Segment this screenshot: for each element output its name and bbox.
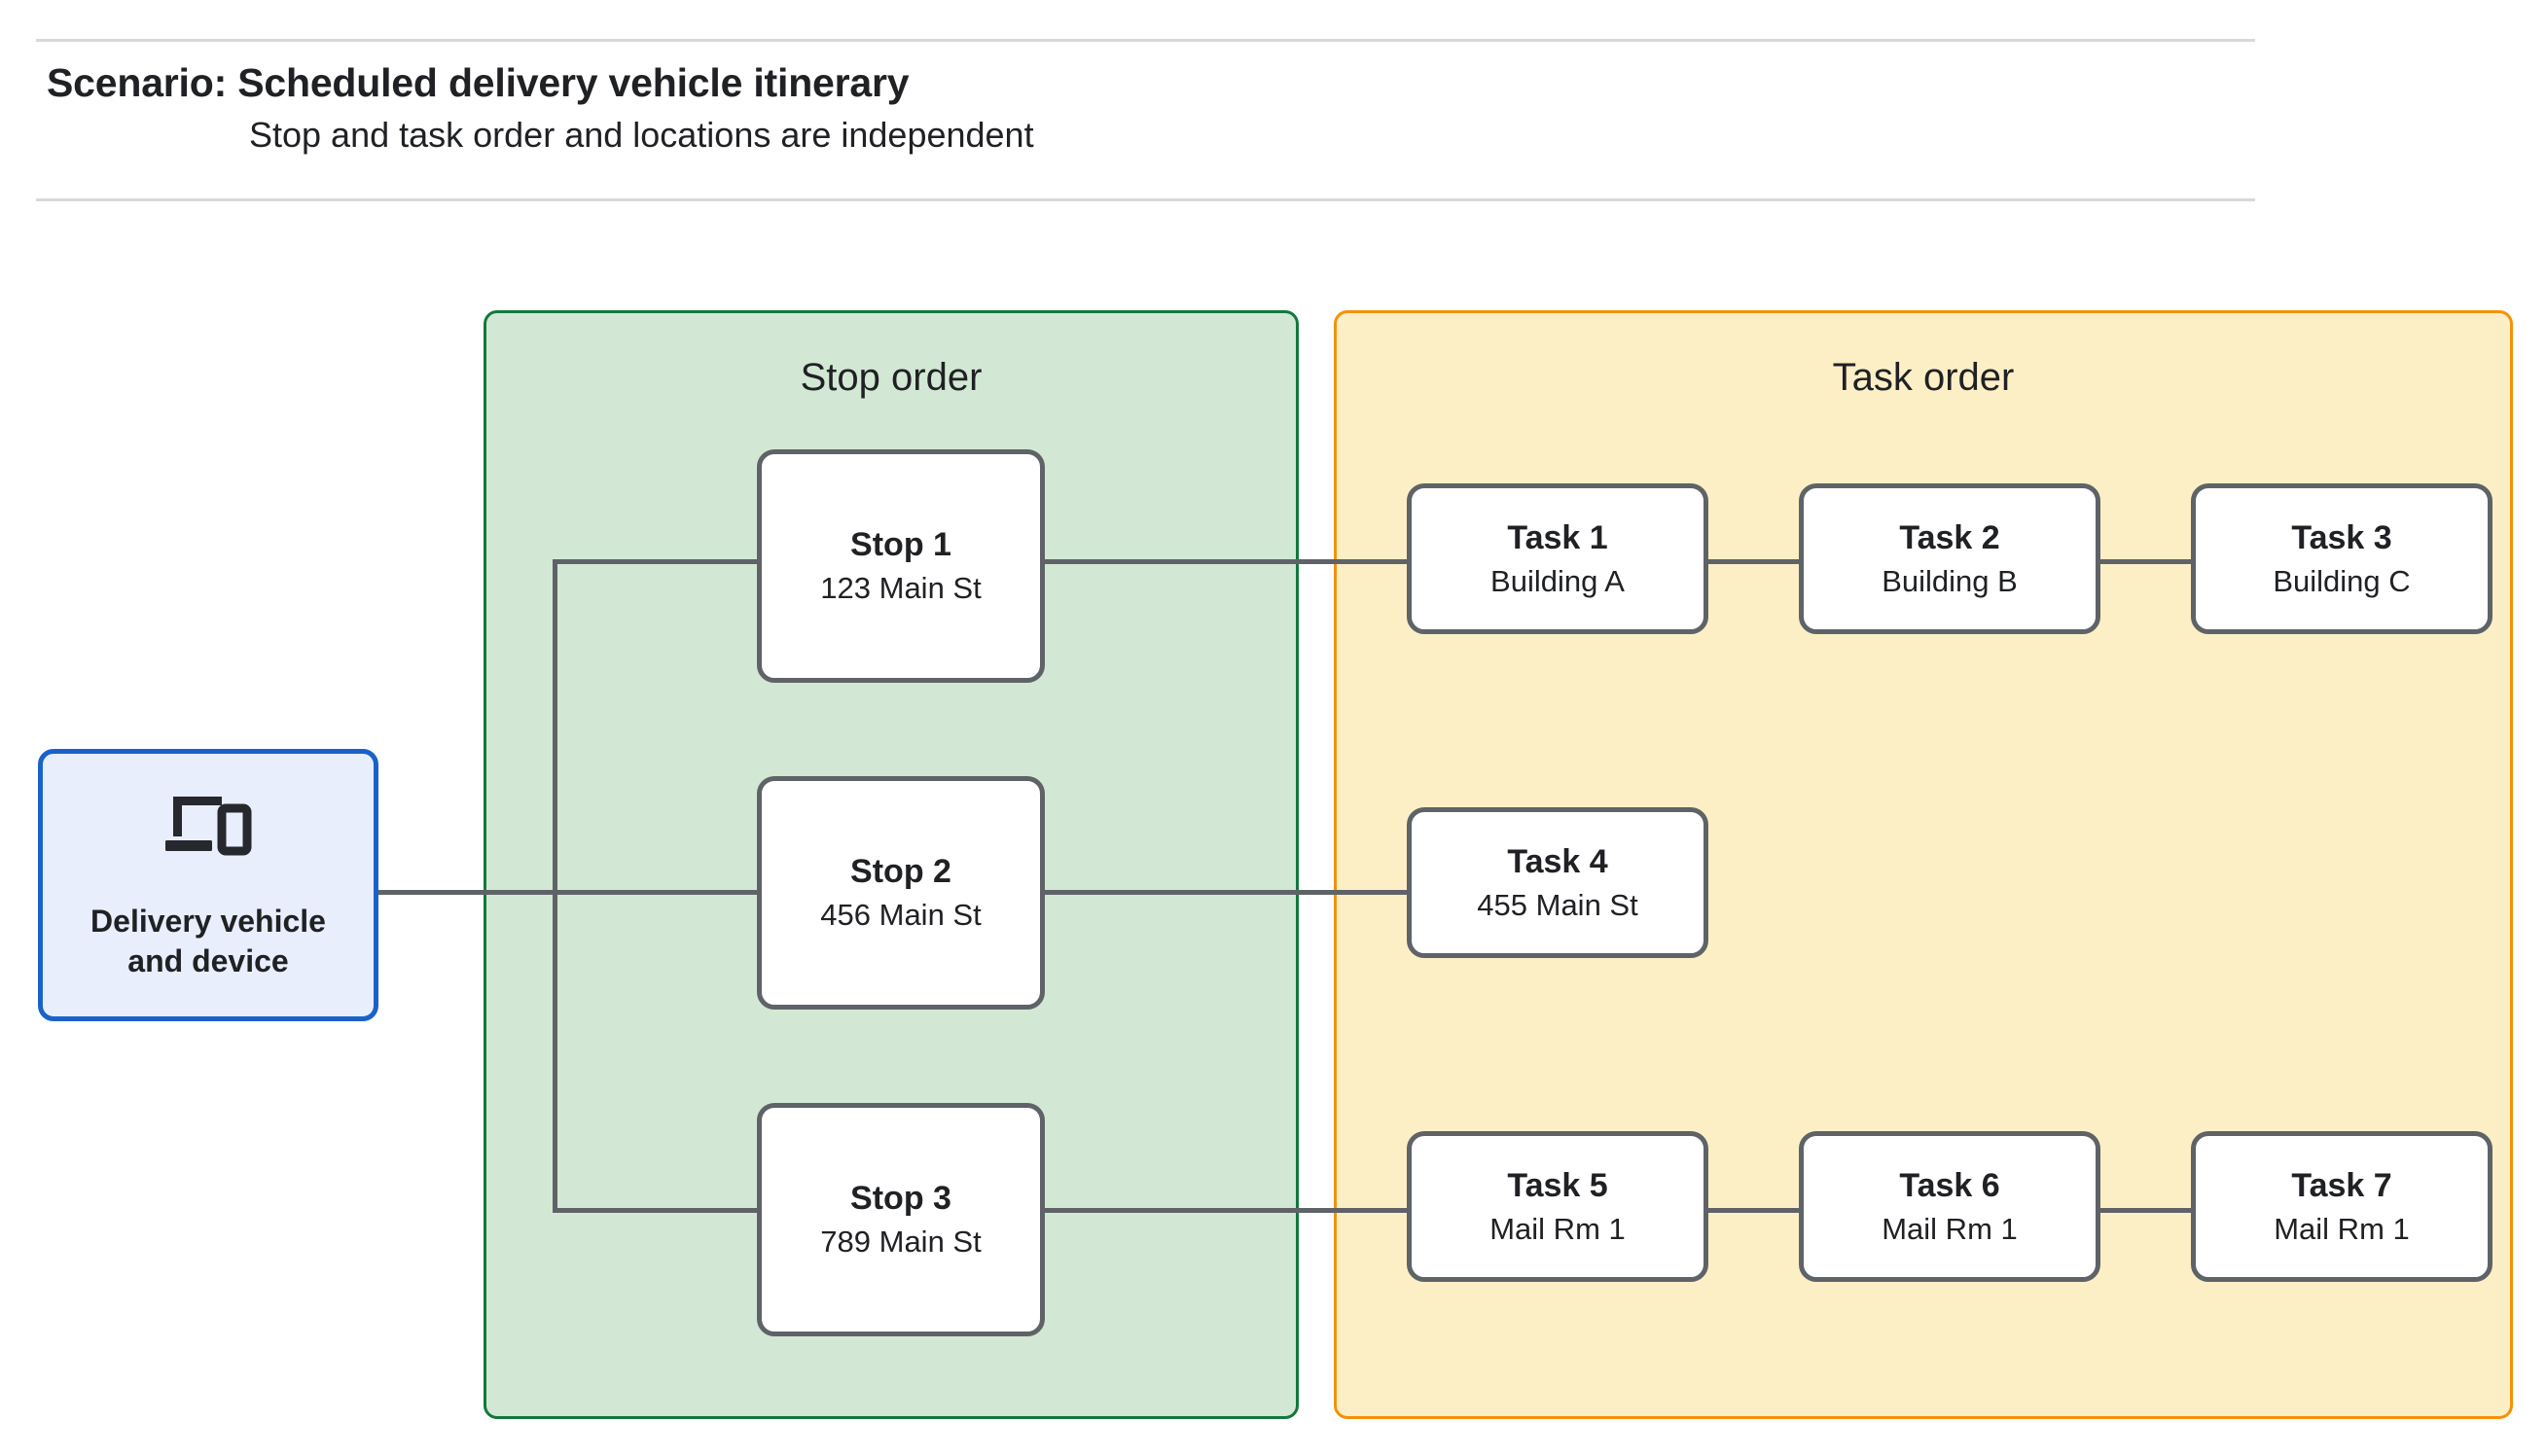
task-card[interactable]: Task 5 Mail Rm 1 xyxy=(1407,1131,1708,1282)
task-card[interactable]: Task 2 Building B xyxy=(1799,483,2100,634)
connector-stop-1-to-task-1 xyxy=(1041,559,1411,564)
stop-card-address: 123 Main St xyxy=(820,571,982,606)
stop-card-address: 456 Main St xyxy=(820,898,982,933)
task-card-title: Task 5 xyxy=(1507,1166,1608,1204)
task-card-title: Task 2 xyxy=(1899,518,2000,556)
connector-stop-3-to-task-5 xyxy=(1041,1208,1411,1213)
task-card-title: Task 6 xyxy=(1899,1166,2000,1204)
connector-trunk-to-stop-2 xyxy=(553,890,761,895)
task-card-title: Task 7 xyxy=(2291,1166,2392,1204)
task-card[interactable]: Task 1 Building A xyxy=(1407,483,1708,634)
page-subtitle: Stop and task order and locations are in… xyxy=(249,115,1034,155)
stop-card-title: Stop 3 xyxy=(850,1180,951,1218)
task-card-location: Mail Rm 1 xyxy=(1489,1211,1626,1246)
stop-card-title: Stop 1 xyxy=(850,526,951,564)
page-title: Scenario: Scheduled delivery vehicle iti… xyxy=(47,60,910,105)
task-card-location: Building C xyxy=(2273,563,2411,598)
task-card-title: Task 4 xyxy=(1507,842,1608,880)
connector-stop-2-to-task-4 xyxy=(1041,890,1411,895)
stop-card[interactable]: Stop 3 789 Main St xyxy=(757,1103,1045,1336)
delivery-vehicle-node[interactable]: Delivery vehicle and device xyxy=(38,749,378,1021)
task-card-location: Building B xyxy=(1882,563,2018,598)
task-card[interactable]: Task 4 455 Main St xyxy=(1407,807,1708,958)
header-rule-top xyxy=(36,39,2255,42)
delivery-vehicle-label: Delivery vehicle and device xyxy=(90,904,326,978)
connector-vehicle-to-trunk xyxy=(378,890,556,895)
connector-trunk-to-stop-3 xyxy=(553,1208,761,1213)
task-card-title: Task 1 xyxy=(1507,518,1608,556)
task-order-panel-title: Task order xyxy=(1832,356,2015,399)
stop-card[interactable]: Stop 2 456 Main St xyxy=(757,776,1045,1010)
header-rule-bottom xyxy=(36,198,2255,201)
connector-stop-trunk-vertical xyxy=(553,559,557,1213)
stop-card-address: 789 Main St xyxy=(820,1225,982,1260)
task-card[interactable]: Task 6 Mail Rm 1 xyxy=(1799,1131,2100,1282)
stop-card[interactable]: Stop 1 123 Main St xyxy=(757,449,1045,683)
task-card[interactable]: Task 3 Building C xyxy=(2191,483,2492,634)
connector-task-2-to-task-3 xyxy=(2097,559,2195,564)
stop-card-title: Stop 2 xyxy=(850,853,951,891)
connector-task-1-to-task-2 xyxy=(1704,559,1803,564)
task-card-location: Mail Rm 1 xyxy=(2274,1211,2410,1246)
task-card-location: Building A xyxy=(1490,563,1625,598)
connector-task-6-to-task-7 xyxy=(2097,1208,2195,1213)
task-card-location: Mail Rm 1 xyxy=(1882,1211,2018,1246)
task-card-title: Task 3 xyxy=(2291,518,2392,556)
task-card[interactable]: Task 7 Mail Rm 1 xyxy=(2191,1131,2492,1282)
connector-task-5-to-task-6 xyxy=(1704,1208,1803,1213)
connector-trunk-to-stop-1 xyxy=(553,559,761,564)
task-card-location: 455 Main St xyxy=(1477,887,1638,922)
devices-icon xyxy=(165,797,252,856)
stop-order-panel-title: Stop order xyxy=(800,356,983,399)
